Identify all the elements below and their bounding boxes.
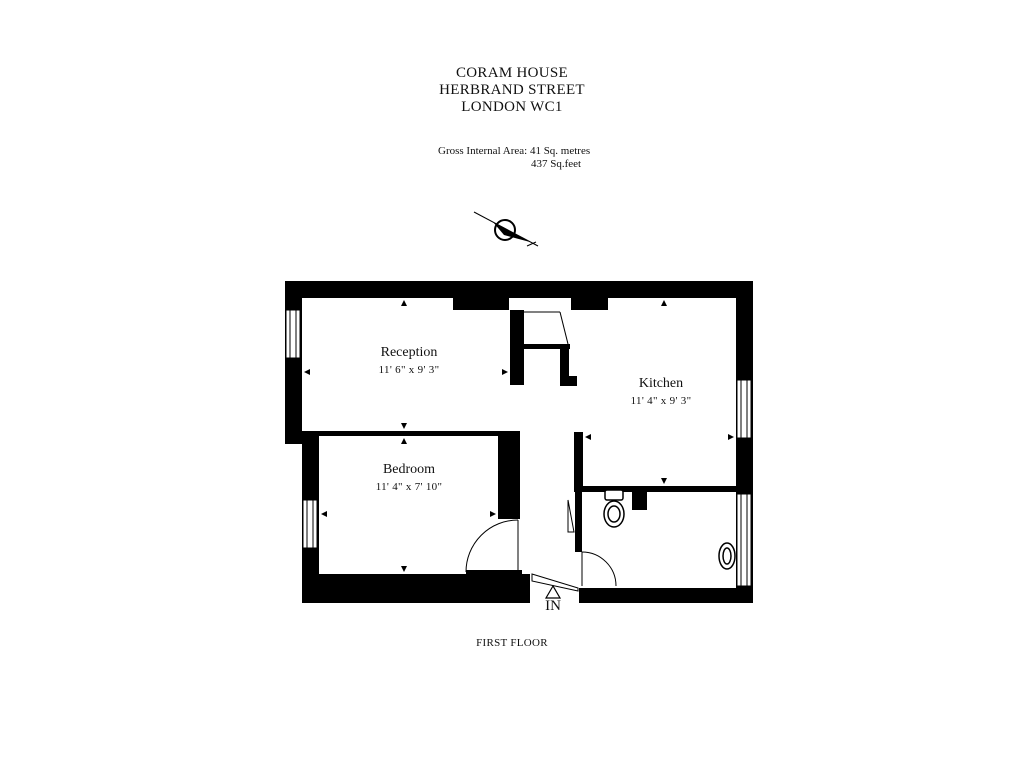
room-dims-reception: 11' 6" x 9' 3" — [378, 364, 440, 376]
property-name: CORAM HOUSE — [455, 65, 569, 81]
property-city: LONDON WC1 — [461, 99, 563, 115]
dimension-markers — [304, 300, 734, 572]
window — [285, 309, 752, 587]
door-swings — [465, 311, 617, 592]
room-name-reception: Reception — [380, 345, 438, 360]
room-name-bedroom: Bedroom — [382, 462, 436, 477]
room-name-kitchen: Kitchen — [638, 376, 684, 391]
entrance-arrow-icon — [544, 584, 562, 599]
compass-icon — [473, 211, 539, 247]
basin-icon — [718, 542, 736, 570]
gross-internal-area-sqft: 437 Sq.feet — [531, 158, 582, 170]
toilet-icon — [603, 489, 625, 528]
walls — [285, 281, 753, 603]
floor-label: FIRST FLOOR — [476, 637, 548, 649]
room-dims-bedroom: 11' 4" x 7' 10" — [375, 481, 443, 493]
entrance-label: IN — [545, 598, 561, 614]
property-street: HERBRAND STREET — [439, 82, 585, 98]
room-dims-kitchen: 11' 4" x 9' 3" — [630, 395, 692, 407]
gross-internal-area: Gross Internal Area: 41 Sq. metres — [438, 145, 591, 157]
